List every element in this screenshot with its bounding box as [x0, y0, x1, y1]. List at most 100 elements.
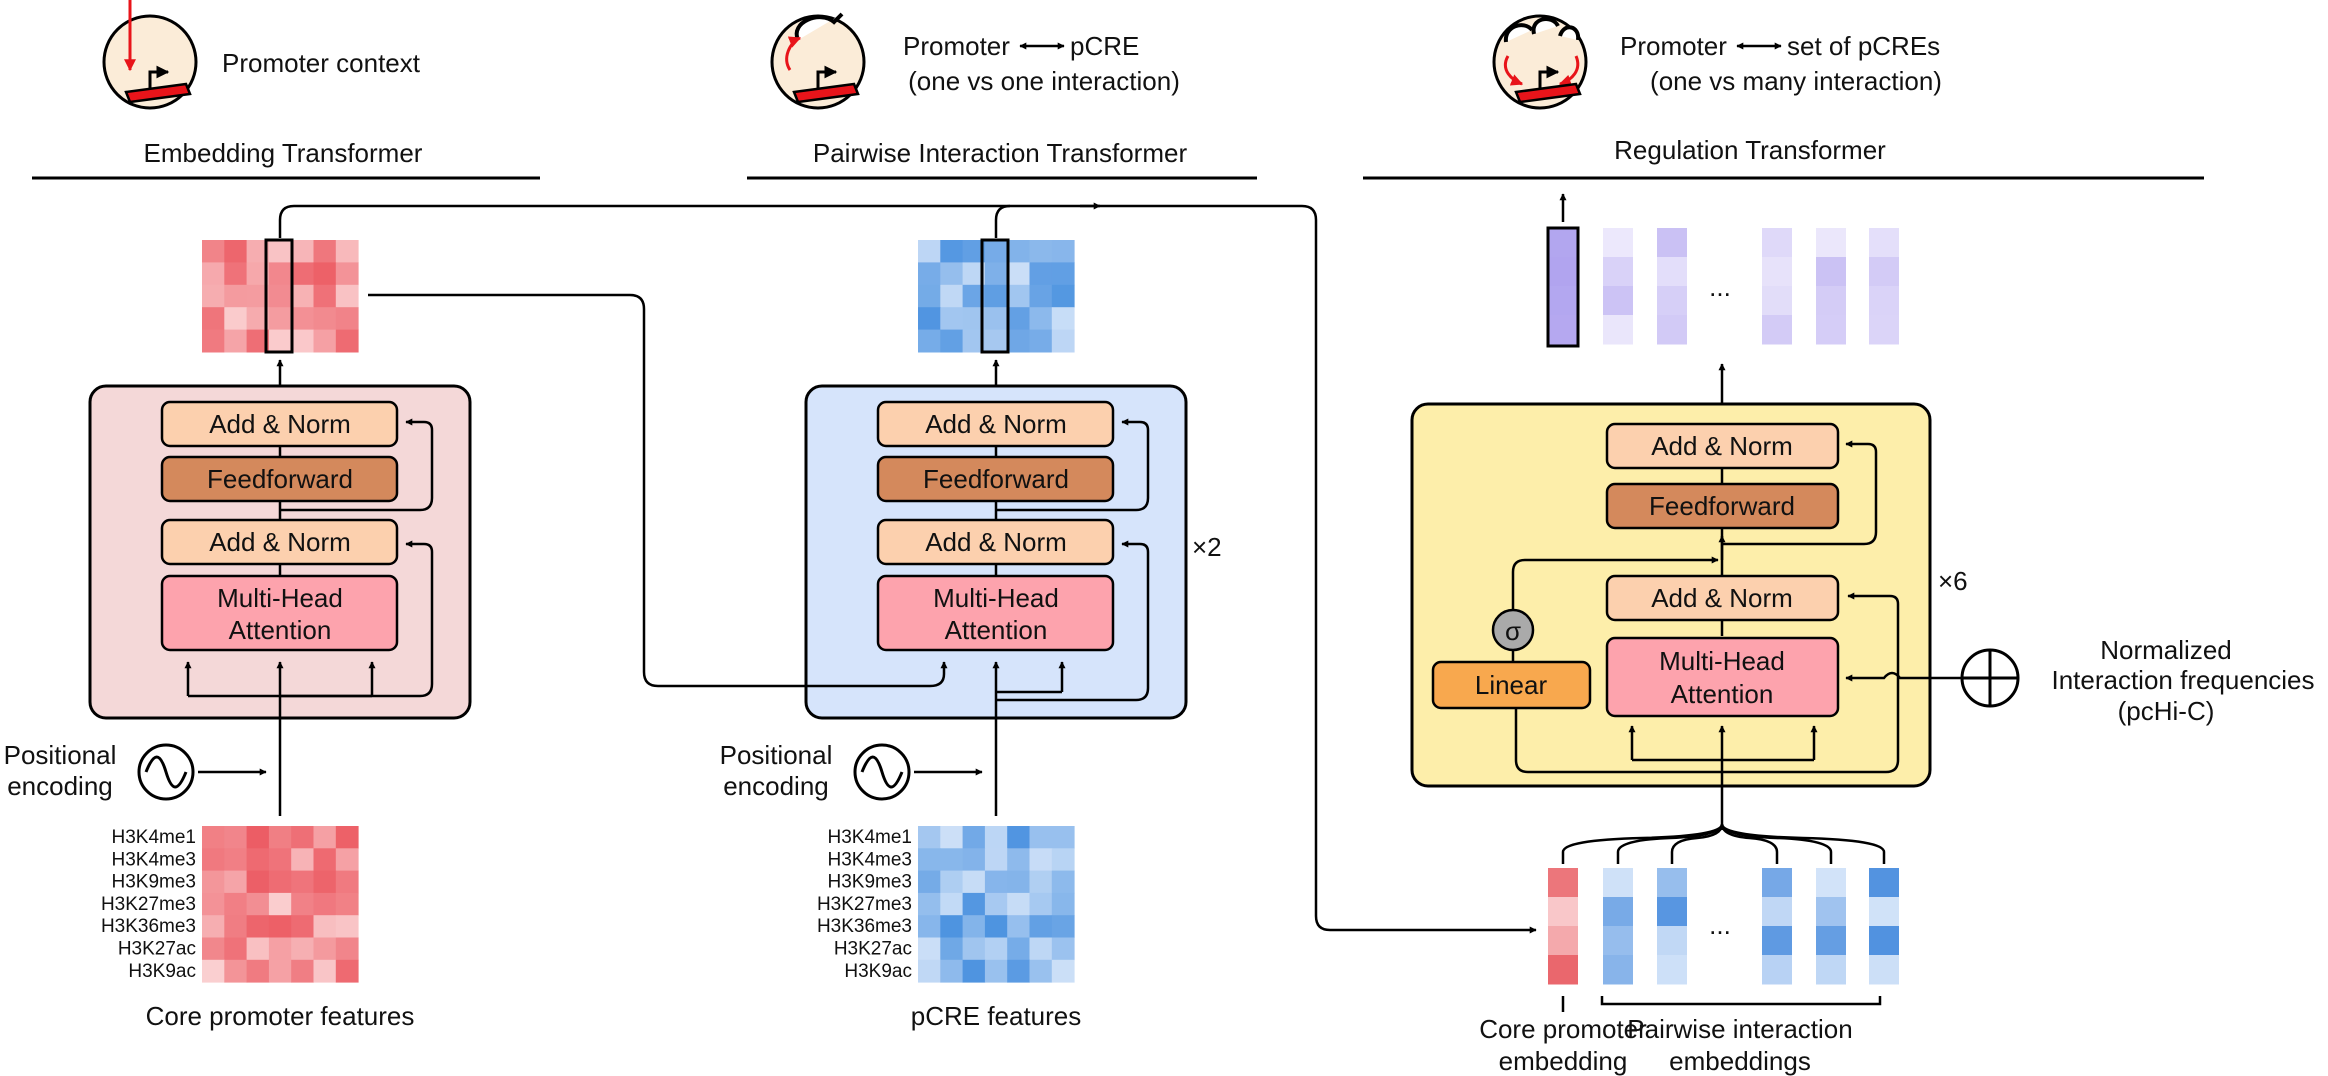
heatmap-cell	[962, 240, 986, 263]
heatmap-cell	[268, 892, 292, 916]
embedding-cell	[1603, 228, 1633, 258]
feature-row-label: H3K4me3	[112, 849, 197, 870]
embedding-cell	[1816, 955, 1846, 985]
heatmap-cell	[1051, 959, 1075, 983]
freq-line2: Interaction frequencies	[2051, 665, 2314, 695]
embedding-cell	[1869, 955, 1899, 985]
pairwise-embeddings-caption-line1: Pairwise interaction	[1627, 1014, 1852, 1044]
heatmap-cell	[202, 262, 225, 286]
core-promoter-features-caption: Core promoter features	[146, 1001, 415, 1031]
heatmap-cell	[202, 329, 225, 353]
heatmap-cell	[1007, 870, 1030, 894]
embedding-cell	[1762, 257, 1792, 287]
heatmap-cell	[313, 329, 337, 353]
heatmap-cell	[918, 848, 941, 872]
heatmap-cell	[335, 870, 359, 894]
pairwise-multi-head-attention	[876, 574, 1115, 652]
heatmap-cell	[962, 937, 986, 961]
heatmap-cell	[940, 284, 964, 308]
pcre-features-caption: pCRE features	[911, 1001, 1082, 1031]
heatmap-cell	[335, 892, 359, 916]
heatmap-cell	[984, 870, 1008, 894]
heatmap-cell	[940, 959, 964, 983]
feature-row-label: H3K9me3	[112, 872, 197, 893]
heatmap-cell	[313, 307, 337, 331]
regulation-feedforward	[1605, 482, 1840, 530]
heatmap-cell	[202, 307, 225, 331]
feature-row-label: H3K4me1	[112, 827, 197, 848]
heatmap-cell	[962, 870, 986, 894]
heatmap-cell	[246, 826, 270, 849]
heatmap-cell	[313, 262, 337, 286]
embedding-cell	[1657, 228, 1687, 258]
promoter-context-icon	[102, 0, 198, 110]
regulation-add-norm-top	[1605, 422, 1840, 470]
heatmap-cell	[202, 284, 225, 308]
heatmap-cell	[984, 307, 1008, 331]
heatmap-cell	[1029, 240, 1053, 263]
heatmap-cell	[1029, 937, 1053, 961]
feature-row-label: H3K36me3	[101, 916, 196, 937]
embedding-cell	[1762, 286, 1792, 316]
heatmap-cell	[335, 329, 359, 353]
heatmap-cell	[246, 329, 270, 353]
heatmap-cell	[1007, 848, 1030, 872]
heatmap-cell	[1051, 937, 1075, 961]
core-embedding-caption-line1: Core promoter	[1479, 1014, 1647, 1044]
heatmap-cell	[1051, 262, 1075, 286]
heatmap-cell	[202, 915, 225, 938]
embedding-cell	[1816, 286, 1846, 316]
heatmap-cell	[918, 870, 941, 894]
bundle-line	[1670, 823, 1724, 864]
heatmap-cell	[202, 240, 225, 263]
embedding-selected-column	[264, 238, 294, 354]
heatmap-cell	[224, 937, 248, 961]
heatmap-cell	[224, 892, 248, 916]
embedding-attention-line2: Attention	[229, 615, 332, 645]
embedding-cell	[1548, 315, 1578, 345]
heatmap-cell	[246, 937, 270, 961]
heatmap-cell	[224, 870, 248, 894]
heatmap-cell	[1051, 307, 1075, 331]
regulation-transformer-title: Regulation Transformer	[1614, 135, 1886, 165]
heatmap-cell	[246, 284, 270, 308]
embedding-cell	[1657, 955, 1687, 985]
heatmap-cell	[1007, 959, 1030, 983]
heatmap-cell	[335, 937, 359, 961]
heatmap-cell	[1007, 240, 1030, 263]
embedding-cell	[1548, 257, 1578, 287]
embedding-cell	[1816, 897, 1846, 927]
bundle-line	[1616, 823, 1724, 864]
embedding-cell	[1762, 868, 1792, 898]
heatmap-cell	[1007, 937, 1030, 961]
heatmap-cell	[291, 915, 314, 938]
bundle-line	[1561, 823, 1724, 864]
heatmap-cell	[202, 870, 225, 894]
heatmap-cell	[224, 262, 248, 286]
heatmap-cell	[246, 262, 270, 286]
embedding-cell	[1762, 315, 1792, 345]
embedding-cell	[1603, 926, 1633, 956]
heatmap-cell	[918, 826, 941, 849]
heatmap-cell	[335, 262, 359, 286]
heatmap-cell	[335, 848, 359, 872]
set-of-pcres-label: set of pCREs	[1787, 31, 1940, 61]
heatmap-cell	[246, 915, 270, 938]
heatmap-cell	[984, 284, 1008, 308]
heatmap-cell	[335, 826, 359, 849]
embedding-cell	[1762, 926, 1792, 956]
heatmap-cell	[268, 307, 292, 331]
heatmap-cell	[335, 959, 359, 983]
pairwise-attention-line2: Attention	[945, 615, 1048, 645]
pairwise-positional-line1: Positional	[720, 740, 833, 770]
heatmap-cell	[291, 262, 314, 286]
feature-row-label: H3K4me1	[828, 827, 913, 848]
heatmap-cell	[918, 915, 941, 938]
embedding-cell	[1869, 868, 1899, 898]
sigmoid-symbol: σ	[1505, 616, 1521, 646]
heatmap-cell	[224, 240, 248, 263]
regulation-output-embeddings	[1546, 226, 1899, 348]
heatmap-cell	[1007, 915, 1030, 938]
heatmap-cell	[1007, 262, 1030, 286]
heatmap-cell	[940, 240, 964, 263]
